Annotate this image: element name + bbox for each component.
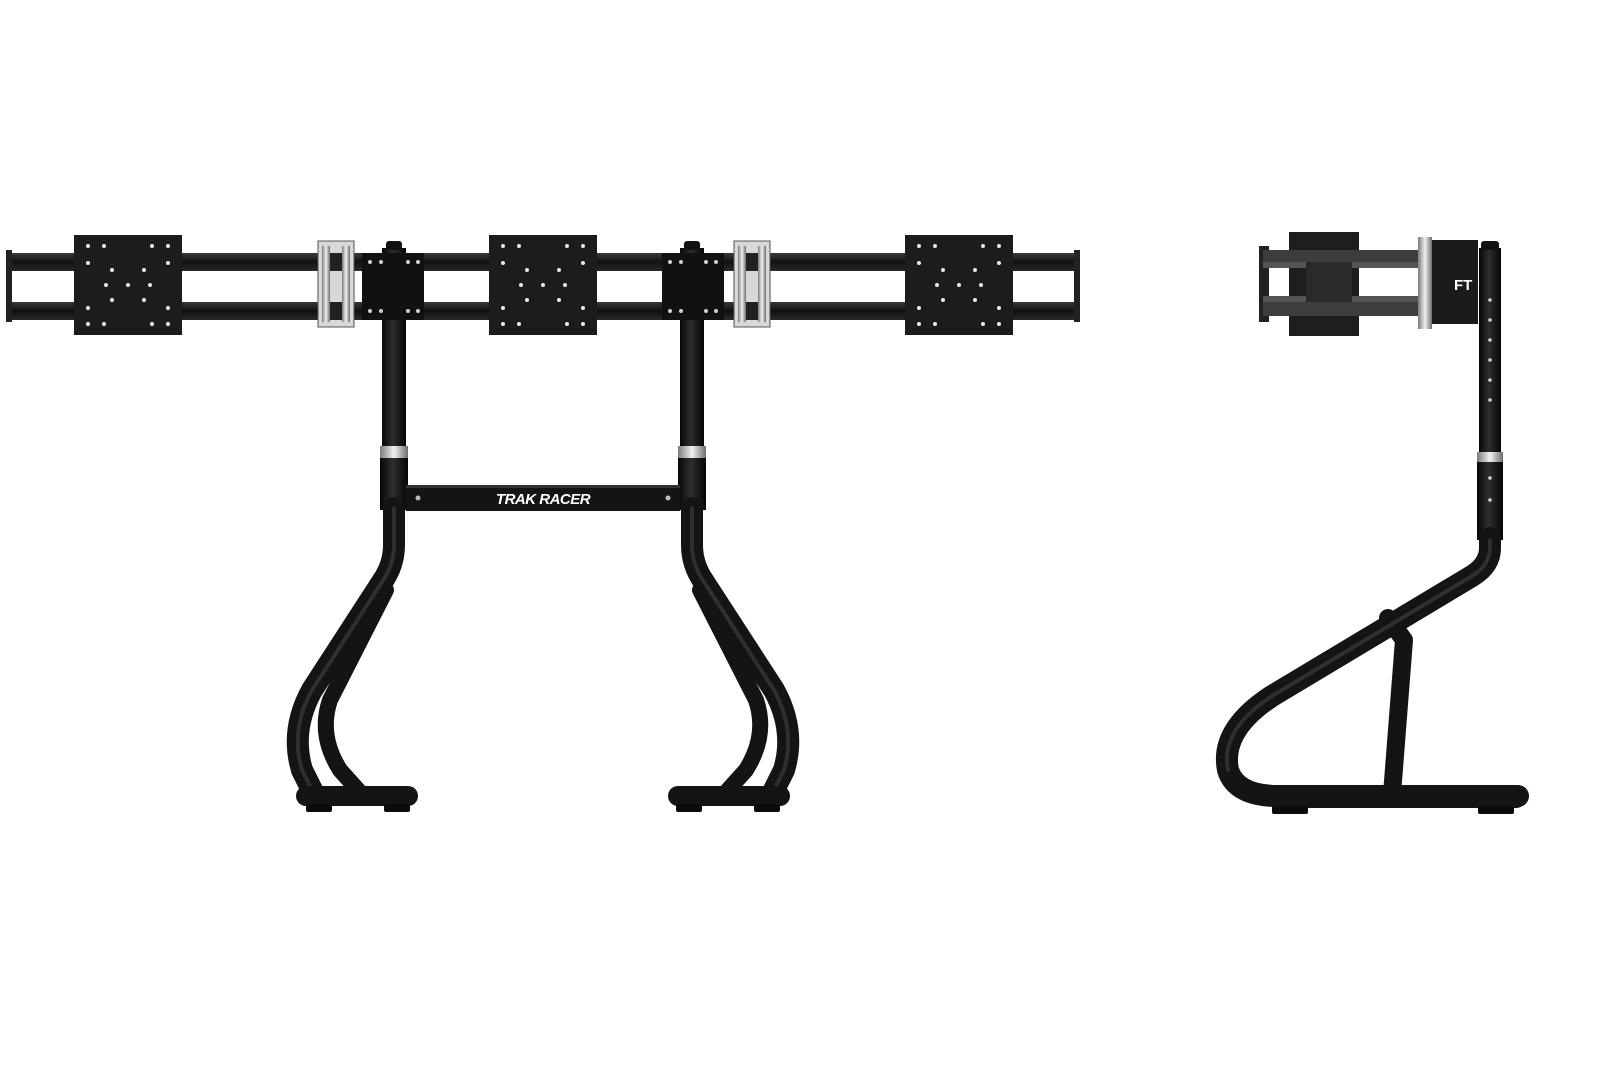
side-foot: [1268, 786, 1526, 814]
leg-left: [286, 497, 405, 801]
vesa-plate-left: [74, 235, 182, 335]
vesa-plate-center: [489, 235, 597, 335]
leg-right: [681, 497, 800, 801]
crossbar-logo: TRAK RACER: [496, 491, 591, 508]
rail-clamp-left: [317, 240, 355, 328]
front-view: TRAK RACER: [6, 235, 1080, 812]
rail-bracket-right: [662, 253, 724, 320]
vesa-plate-right: [905, 235, 1013, 335]
side-leg: [1216, 527, 1529, 807]
foot-right: [668, 786, 790, 812]
side-post: [1477, 241, 1503, 540]
rail-clamp-right: [733, 240, 771, 328]
foot-left: [296, 786, 418, 812]
side-logo: FT: [1454, 277, 1472, 294]
side-monitor-arm: FT: [1259, 232, 1478, 336]
side-view: FT: [1216, 232, 1529, 814]
rail-bracket-left: [362, 253, 424, 320]
crossbar: TRAK RACER: [406, 485, 680, 511]
